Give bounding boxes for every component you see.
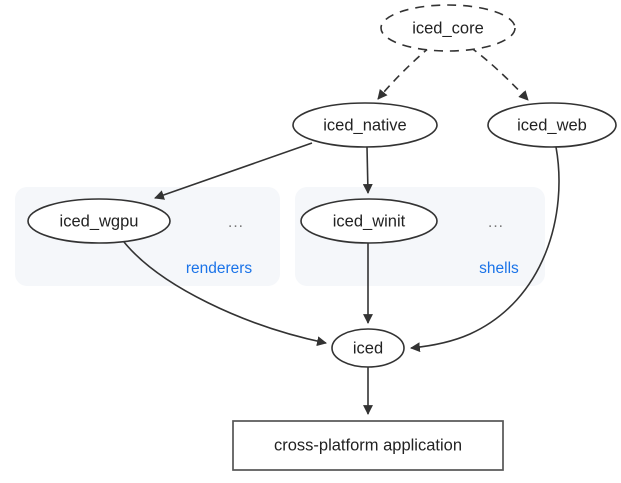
node-iced-shape[interactable] — [331, 328, 405, 368]
renderers-more-label: ... — [228, 214, 244, 231]
node-iced-winit-label: iced_winit — [333, 212, 406, 230]
node-iced-wgpu-shape[interactable] — [27, 198, 171, 244]
node-application-label: cross-platform application — [274, 436, 462, 454]
node-iced-web[interactable]: iced_web — [487, 102, 617, 148]
node-iced-native-label: iced_native — [323, 116, 406, 134]
edge-core-to-web — [469, 46, 529, 101]
node-iced-winit[interactable]: iced_winit — [300, 198, 438, 244]
node-iced-wgpu-label: iced_wgpu — [60, 212, 139, 230]
node-iced-native[interactable]: iced_native — [292, 102, 438, 148]
node-iced[interactable]: iced — [331, 328, 405, 368]
node-iced-web-shape[interactable] — [487, 102, 617, 148]
edge-wgpu-to-iced — [123, 241, 327, 347]
node-iced-core-label: iced_core — [412, 19, 484, 37]
edge-core-to-native — [377, 46, 431, 100]
cluster-shells-label: shells — [479, 260, 519, 277]
node-iced-label: iced — [353, 339, 383, 357]
node-iced-wgpu[interactable]: iced_wgpu — [27, 198, 171, 244]
node-iced-web-label: iced_web — [517, 116, 587, 134]
edge-native-to-winit — [362, 146, 373, 194]
shells-more-label: ... — [488, 214, 504, 231]
cluster-renderers-label: renderers — [186, 260, 253, 277]
node-iced-native-shape[interactable] — [292, 102, 438, 148]
node-application[interactable]: cross-platform application — [232, 420, 504, 471]
edge-native-to-wgpu — [154, 142, 313, 200]
node-iced-core[interactable]: iced_core — [380, 4, 516, 52]
edge-web-to-iced — [410, 146, 560, 353]
node-iced-core-shape[interactable] — [380, 4, 516, 52]
node-application-shape[interactable] — [232, 420, 504, 471]
node-iced-winit-shape[interactable] — [300, 198, 438, 244]
